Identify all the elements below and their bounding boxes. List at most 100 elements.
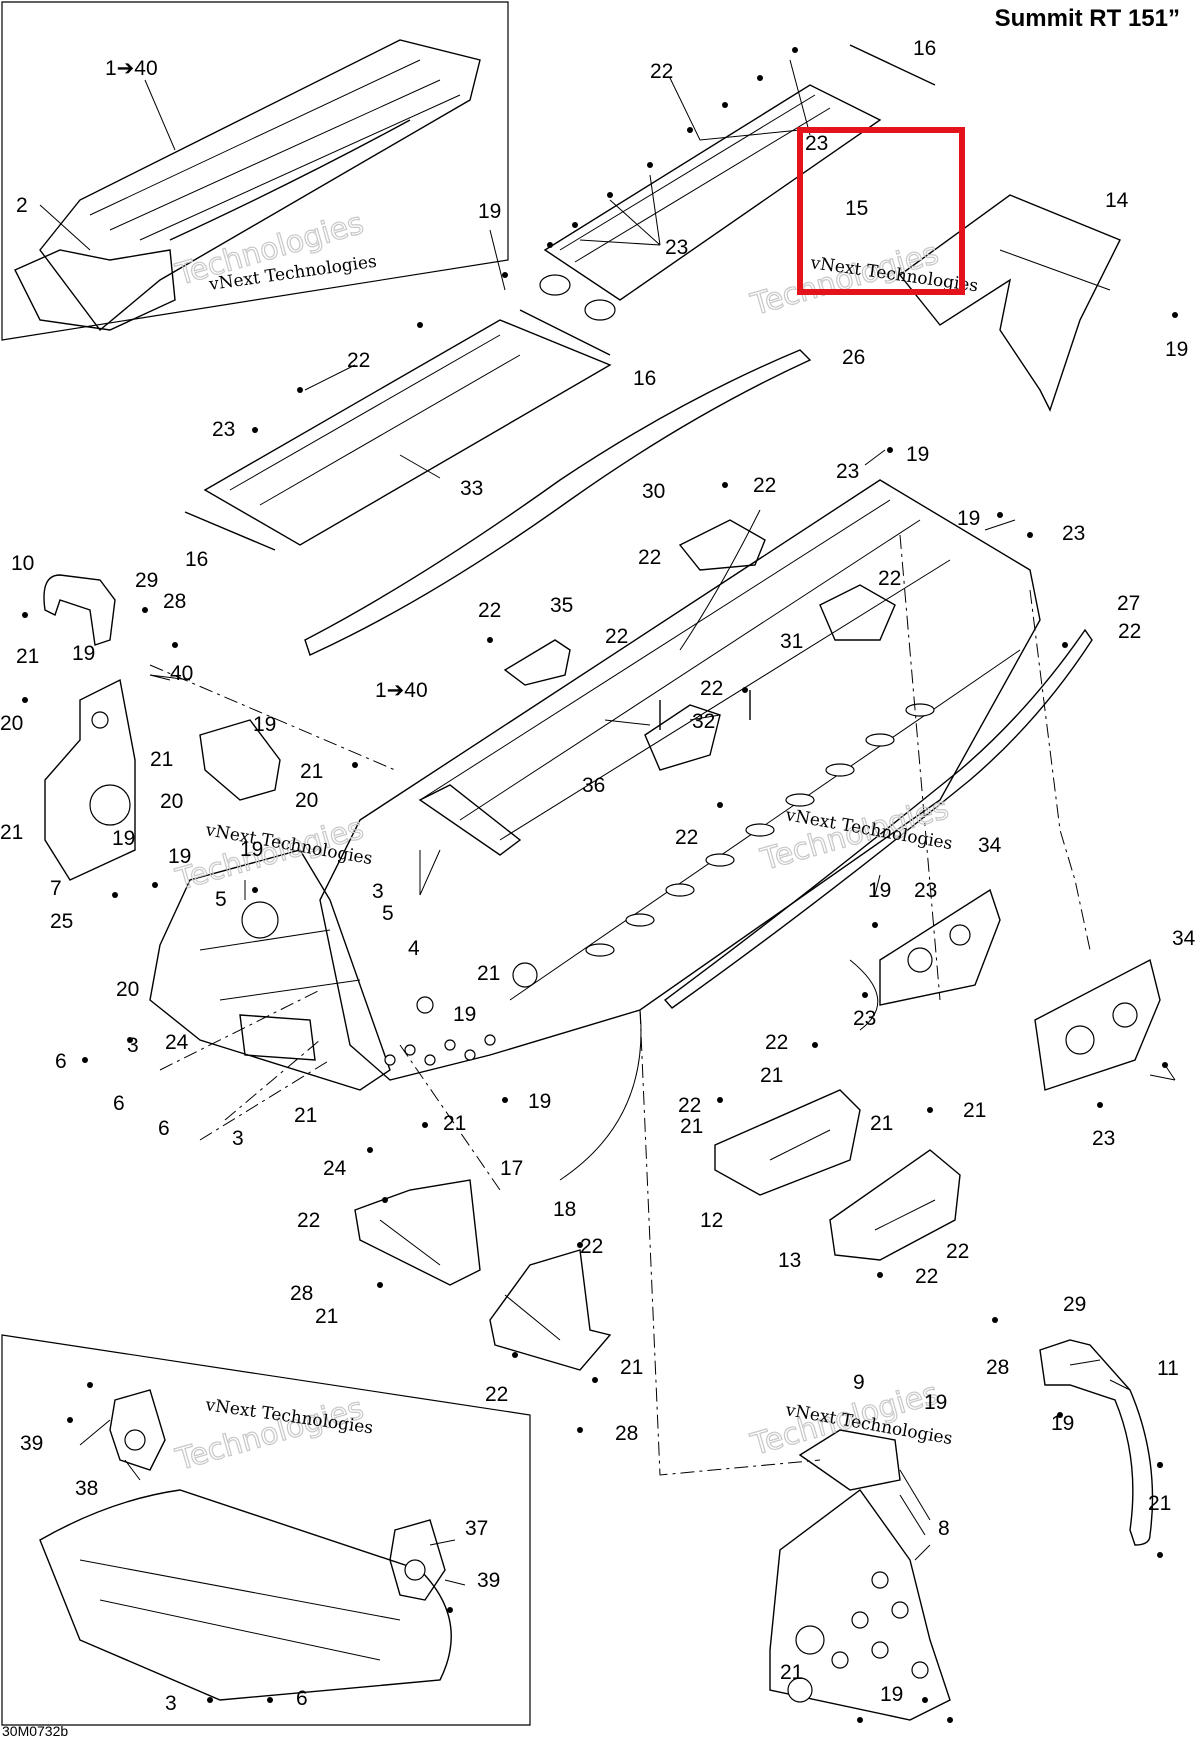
callout[interactable]: 23: [853, 1007, 876, 1030]
callout[interactable]: 19: [1051, 1412, 1074, 1435]
callout[interactable]: 22: [675, 826, 698, 849]
callout[interactable]: 21: [620, 1356, 643, 1379]
callout[interactable]: 23: [1062, 522, 1085, 545]
callout[interactable]: 22: [765, 1031, 788, 1054]
callout[interactable]: 19: [240, 838, 263, 861]
callout[interactable]: 19: [253, 713, 276, 736]
callout[interactable]: 10: [11, 552, 34, 575]
callout[interactable]: 20: [0, 712, 23, 735]
callout[interactable]: 19: [957, 507, 980, 530]
callout[interactable]: 21: [16, 645, 39, 668]
callout[interactable]: 24: [165, 1031, 189, 1054]
callout[interactable]: 31: [780, 630, 803, 653]
callout[interactable]: 40: [170, 662, 193, 685]
callout[interactable]: 22: [753, 474, 776, 497]
callout[interactable]: 3: [372, 880, 384, 903]
callout[interactable]: 22: [1118, 620, 1141, 643]
callout[interactable]: 33: [460, 477, 483, 500]
callout[interactable]: 29: [135, 569, 158, 592]
callout[interactable]: 21: [477, 962, 500, 985]
callout[interactable]: 21: [1148, 1492, 1171, 1515]
callout[interactable]: 38: [75, 1477, 98, 1500]
callout[interactable]: 19: [112, 827, 135, 850]
callout[interactable]: 22: [638, 546, 661, 569]
callout[interactable]: 8: [938, 1517, 950, 1540]
callout[interactable]: 22: [347, 349, 370, 372]
callout[interactable]: 28: [290, 1282, 313, 1305]
callout[interactable]: 39: [477, 1569, 500, 1592]
callout[interactable]: 15: [845, 197, 868, 220]
callout[interactable]: 27: [1117, 592, 1140, 615]
callout[interactable]: 19: [168, 845, 191, 868]
callout[interactable]: 22: [915, 1265, 938, 1288]
callout[interactable]: 19: [1165, 338, 1188, 361]
callout[interactable]: 6: [296, 1687, 308, 1710]
callout[interactable]: 19: [924, 1391, 947, 1414]
callout[interactable]: 9: [853, 1371, 865, 1394]
callout[interactable]: 3: [232, 1127, 244, 1150]
callout[interactable]: 30: [642, 480, 665, 503]
callout[interactable]: 5: [215, 888, 227, 911]
callout[interactable]: 23: [836, 460, 859, 483]
callout[interactable]: 19: [453, 1003, 476, 1026]
callout[interactable]: 23: [665, 236, 688, 259]
callout[interactable]: 21: [150, 748, 173, 771]
callout[interactable]: 20: [295, 789, 318, 812]
callout[interactable]: 19: [478, 200, 501, 223]
callout[interactable]: 4: [408, 937, 420, 960]
callout[interactable]: 21: [680, 1115, 703, 1138]
callout[interactable]: 19: [528, 1090, 551, 1113]
callout[interactable]: 21: [443, 1112, 466, 1135]
callout[interactable]: 22: [700, 677, 723, 700]
callout[interactable]: 19: [72, 642, 95, 665]
callout[interactable]: 1➔40: [375, 679, 428, 702]
callout[interactable]: 37: [465, 1517, 488, 1540]
callout[interactable]: 20: [160, 790, 183, 813]
callout[interactable]: 16: [633, 367, 656, 390]
callout[interactable]: 11: [1157, 1357, 1179, 1380]
callout[interactable]: 19: [868, 879, 891, 902]
callout[interactable]: 14: [1105, 189, 1129, 212]
callout[interactable]: 1➔40: [105, 57, 158, 80]
callout[interactable]: 5: [382, 902, 394, 925]
callout[interactable]: 22: [878, 567, 901, 590]
callout[interactable]: 32: [692, 710, 715, 733]
callout[interactable]: 26: [842, 346, 865, 369]
callout[interactable]: 22: [678, 1094, 701, 1117]
callout[interactable]: 22: [485, 1383, 508, 1406]
callout[interactable]: 21: [0, 821, 23, 844]
callout[interactable]: 35: [550, 594, 573, 617]
callout[interactable]: 36: [582, 774, 605, 797]
callout[interactable]: 18: [553, 1198, 576, 1221]
callout[interactable]: 28: [163, 590, 186, 613]
callout[interactable]: 29: [1063, 1293, 1086, 1316]
callout[interactable]: 13: [778, 1249, 801, 1272]
callout[interactable]: 28: [615, 1422, 638, 1445]
callout[interactable]: 34: [1172, 927, 1196, 950]
callout[interactable]: 6: [158, 1117, 170, 1140]
callout[interactable]: 28: [986, 1356, 1009, 1379]
callout[interactable]: 12: [700, 1209, 723, 1232]
callout[interactable]: 21: [963, 1099, 986, 1122]
callout[interactable]: 21: [760, 1064, 783, 1087]
callout[interactable]: 24: [323, 1157, 347, 1180]
callout[interactable]: 21: [294, 1104, 317, 1127]
callout[interactable]: 25: [50, 910, 73, 933]
callout[interactable]: 3: [127, 1034, 139, 1057]
callout[interactable]: 23: [914, 879, 937, 902]
callout[interactable]: 16: [185, 548, 208, 571]
callout[interactable]: 6: [113, 1092, 125, 1115]
callout[interactable]: 22: [650, 60, 673, 83]
callout[interactable]: 23: [1092, 1127, 1115, 1150]
callout[interactable]: 6: [55, 1050, 67, 1073]
callout[interactable]: 22: [297, 1209, 320, 1232]
callout[interactable]: 39: [20, 1432, 43, 1455]
callout[interactable]: 22: [946, 1240, 969, 1263]
callout[interactable]: 22: [605, 625, 628, 648]
callout[interactable]: 22: [478, 599, 501, 622]
callout[interactable]: 23: [212, 418, 235, 441]
callout[interactable]: 2: [16, 194, 28, 217]
callout[interactable]: 7: [50, 877, 62, 900]
callout[interactable]: 21: [300, 760, 323, 783]
callout[interactable]: 23: [805, 132, 828, 155]
